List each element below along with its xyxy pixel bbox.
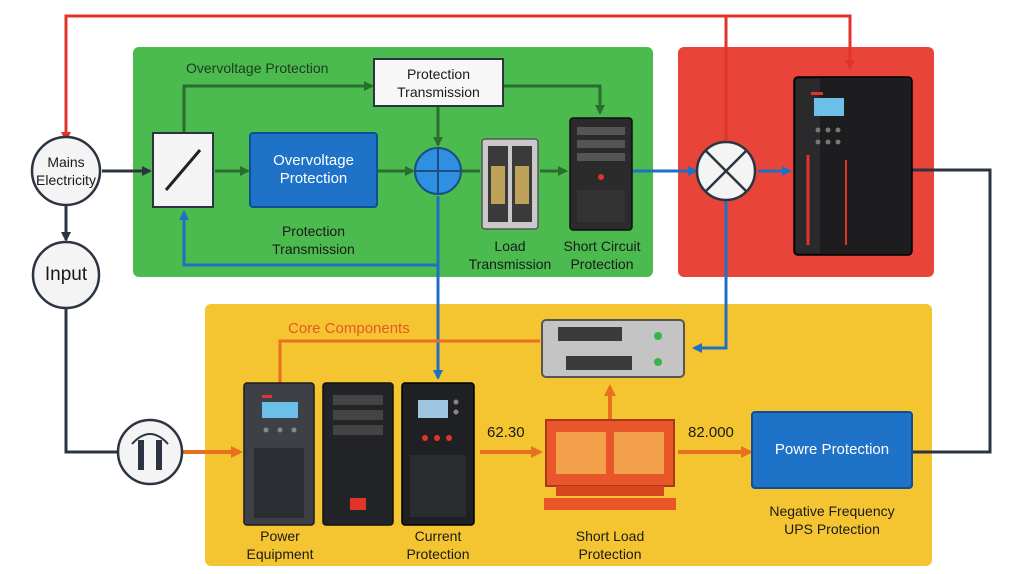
overvoltage-box — [249, 132, 378, 208]
connector-module-icon — [481, 138, 539, 230]
protection-transmission-box — [373, 58, 504, 107]
ups-protection-box — [751, 411, 913, 489]
multiplier-junction-icon — [695, 140, 757, 202]
tower-server-icon — [569, 117, 633, 231]
short-circuit-label: Short Circuit Protection — [563, 238, 641, 272]
short-load-label: Short Load Protection — [575, 528, 645, 562]
network-switch-icon — [541, 319, 685, 378]
core-components-label: Core Components — [288, 320, 410, 337]
mains-label: Mains Electricity — [36, 154, 96, 188]
mult-to-switch-line — [692, 196, 728, 353]
power-equipment-label: Power Equipment — [246, 528, 314, 562]
feedback-blue-line — [179, 196, 440, 267]
current-protection-label: Current Protection — [406, 528, 470, 562]
mains-node — [30, 135, 102, 207]
ups-tower-icon — [793, 76, 913, 256]
neg-freq-label: Negative Frequency UPS Protection — [769, 503, 895, 537]
core-components-line — [278, 339, 540, 390]
overvoltage-title: Overvoltage Protection — [186, 60, 329, 76]
overvoltage-top-line — [182, 81, 374, 133]
server-tower-icon — [322, 382, 394, 526]
power-plug-icon — [116, 418, 184, 486]
input-to-plug-line — [64, 308, 118, 454]
ptbox-to-server-line — [504, 84, 605, 115]
load-transmission-label: Load Transmission — [468, 238, 552, 272]
overvoltage-box-label: Overvoltage Protection — [273, 152, 354, 187]
ups-protection-box-label: Powre Protection — [774, 441, 890, 458]
protection-transmission-label: Protection Transmission — [272, 223, 355, 257]
current-protector-icon — [401, 382, 475, 526]
switch-icon — [152, 132, 214, 208]
ups-return-line — [912, 168, 992, 454]
value-left-label: 62.30 — [487, 424, 525, 441]
input-node — [31, 240, 101, 310]
protection-transmission-box-label: Protection Transmission — [397, 65, 480, 100]
ups-unit-icon — [243, 382, 315, 526]
summing-junction-icon — [414, 147, 462, 195]
value-right-label: 82.000 — [688, 424, 734, 441]
input-label: Input — [44, 264, 88, 285]
power-block-icon — [544, 419, 676, 510]
